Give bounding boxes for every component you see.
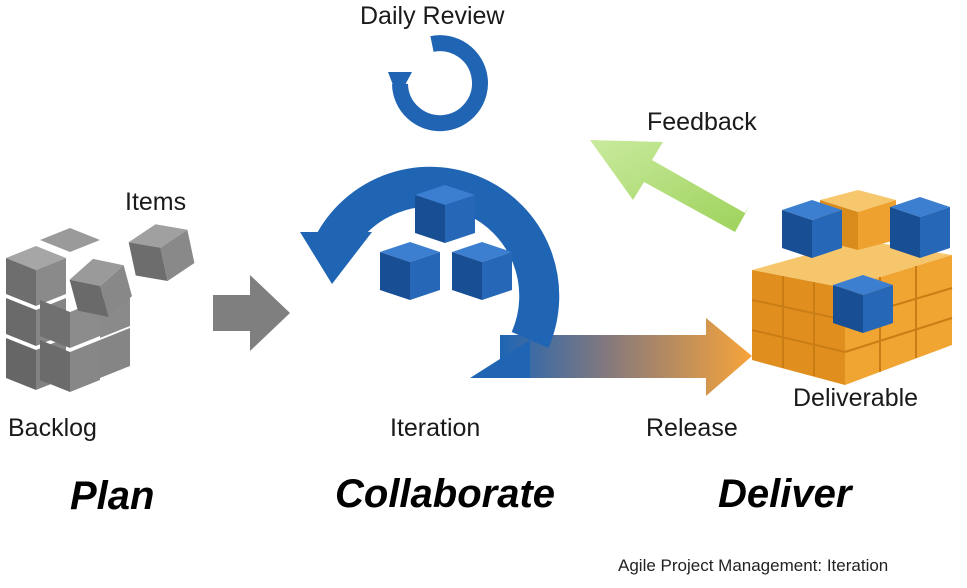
phase-deliver: Deliver: [718, 472, 852, 516]
iteration-cubes-icon: [380, 185, 512, 300]
diagram-caption: Agile Project Management: Iteration: [618, 556, 889, 575]
daily-review-loop-icon: [388, 35, 488, 132]
plan-arrow-icon: [213, 275, 290, 351]
feedback-label: Feedback: [647, 108, 757, 136]
release-arrow-icon: [500, 318, 752, 396]
phase-plan: Plan: [70, 474, 155, 518]
items-label: Items: [125, 188, 187, 216]
daily-review-label: Daily Review: [360, 2, 505, 30]
deliverable-cubes-icon: [751, 190, 953, 385]
backlog-cubes-icon: [6, 224, 195, 392]
deliverable-label: Deliverable: [793, 384, 919, 412]
iteration-label: Iteration: [390, 414, 481, 442]
backlog-label: Backlog: [8, 414, 97, 442]
release-label: Release: [646, 414, 738, 442]
feedback-arrow-icon: [590, 140, 750, 232]
phase-collaborate: Collaborate: [335, 472, 556, 516]
